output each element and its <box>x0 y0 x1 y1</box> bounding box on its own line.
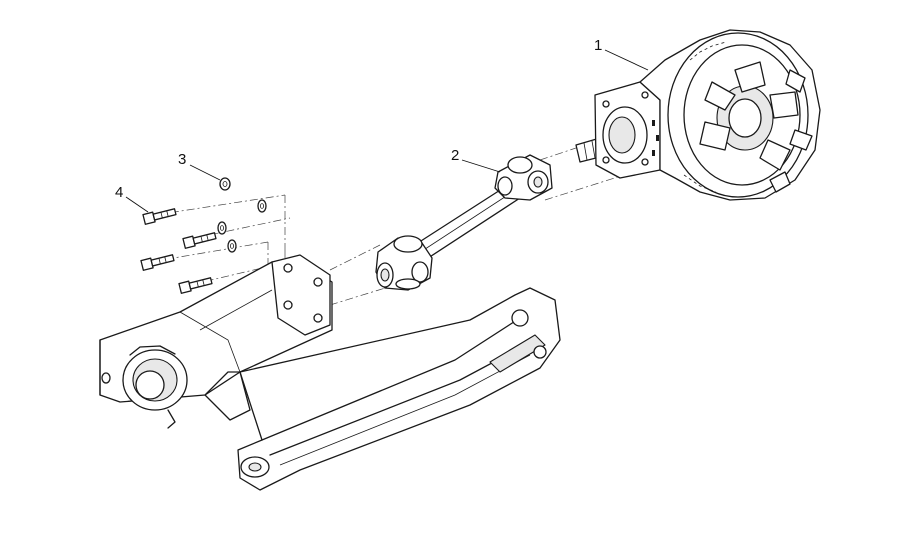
callout-4: 4 <box>115 184 123 201</box>
final-drive-housing <box>575 29 821 201</box>
callout-leaders <box>125 49 649 213</box>
callout-3: 3 <box>178 151 186 168</box>
washers <box>217 177 267 253</box>
bolts <box>140 208 217 294</box>
assembly-centerlines <box>149 139 641 335</box>
callout-2: 2 <box>451 147 459 164</box>
drive-shaft <box>375 154 553 291</box>
swingarm <box>99 254 561 491</box>
callout-1: 1 <box>594 37 602 54</box>
